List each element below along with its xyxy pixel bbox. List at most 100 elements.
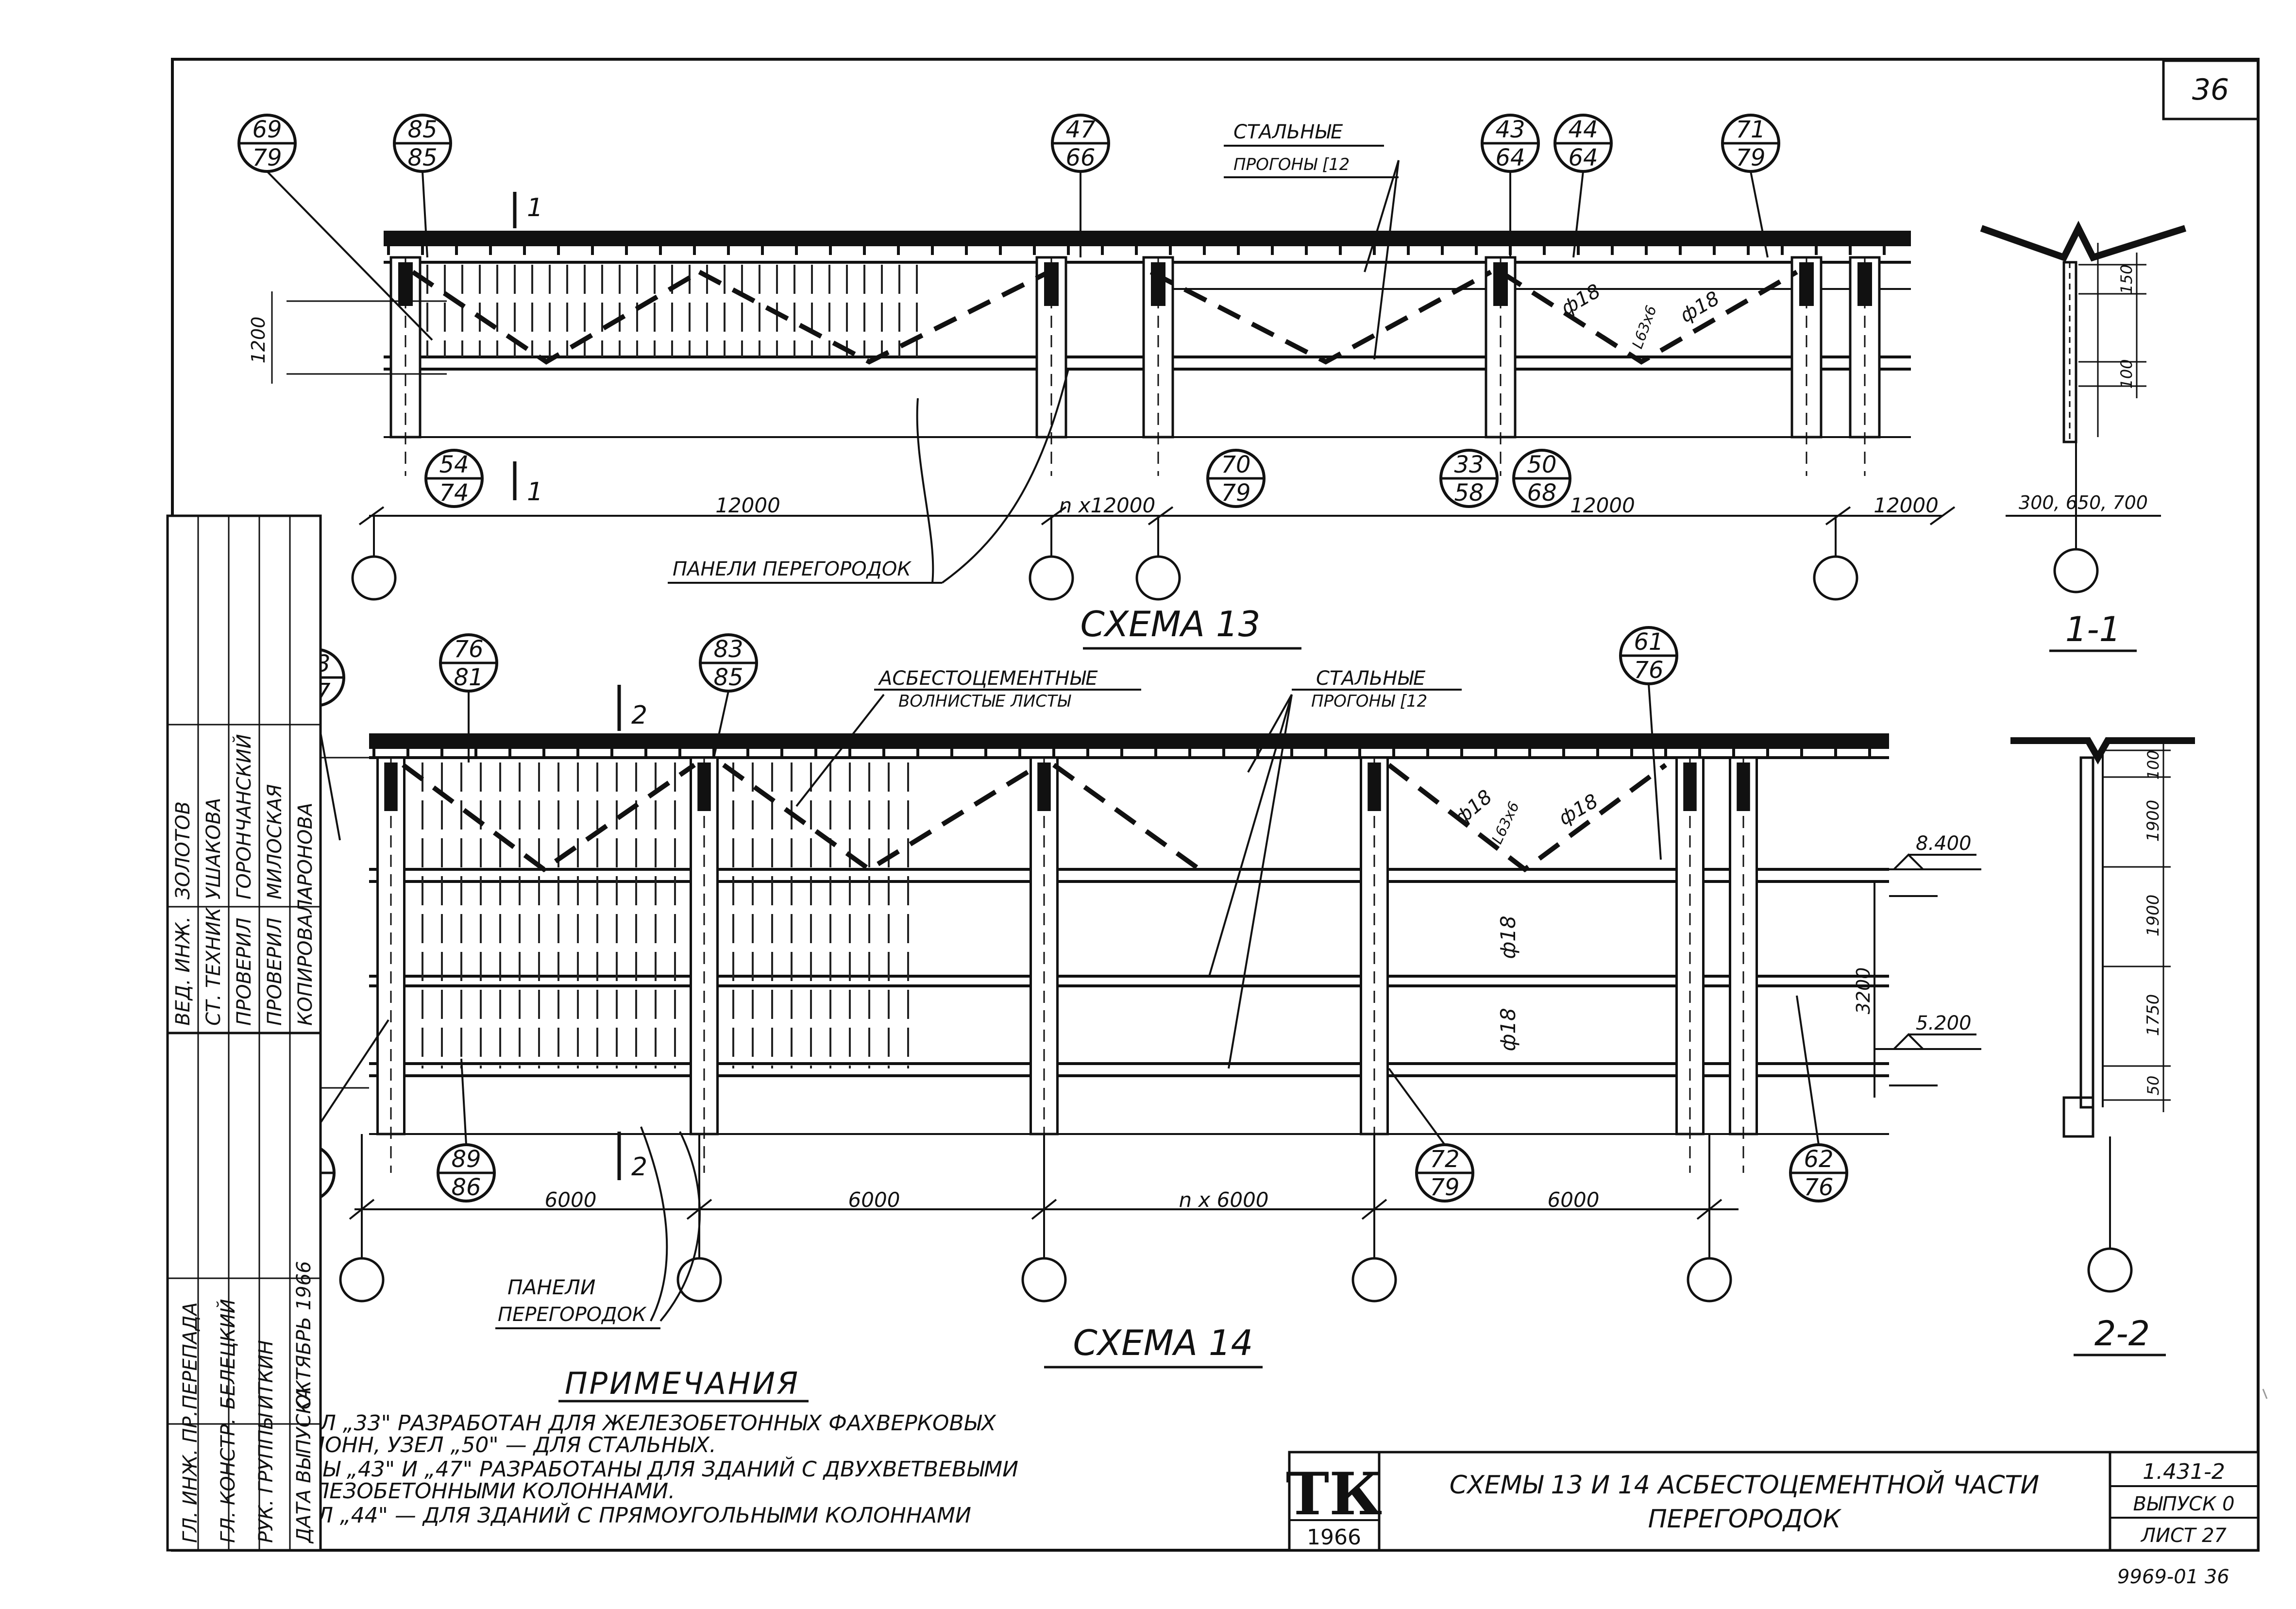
- section22-dim-2: 1900: [2144, 800, 2163, 842]
- scheme14-mid-dim: 3200: [1853, 967, 1874, 1015]
- node-callout-top: 50: [1527, 451, 1556, 478]
- stamp-role: ДАТА ВЫПУСКА: [293, 1387, 315, 1544]
- notes-line-3: 2. УЗЛЫ „43" И „47" РАЗРАБОТАНЫ ДЛЯ ЗДАН…: [253, 1456, 1018, 1482]
- section22-title: 2-2: [2094, 1314, 2150, 1354]
- sheet-label: ЛИСТ 27: [2140, 1524, 2227, 1547]
- scheme14-callouts: 63777681838561766477898672796276: [276, 626, 1848, 1203]
- notes-heading: ПРИМЕЧАНИЯ: [565, 1366, 800, 1401]
- section11-dim-3: 300, 650, 700: [2019, 492, 2148, 513]
- scheme13-roof-ticks: [387, 245, 1886, 255]
- section-2-2: 100 1900 1900 1750 50 2-2: [2010, 737, 2195, 1356]
- scheme13-angle: L63x6: [1629, 304, 1660, 351]
- scheme14-level-marks: [1874, 853, 1981, 1098]
- notes-line-4: ЖЕЛЕЗОБЕТОННЫМИ КОЛОННАМИ.: [275, 1479, 675, 1504]
- stamp-name: ПЕРЕПАДА: [179, 1302, 202, 1409]
- scheme13-columns: [389, 256, 1881, 476]
- section11-title: 1-1: [2065, 610, 2121, 649]
- scheme14-roof-ticks: [372, 748, 1871, 758]
- node-callout-bottom: 81: [454, 664, 483, 691]
- scheme14-purlins-leaders: [1208, 694, 1293, 1069]
- column: [1485, 256, 1517, 476]
- scheme13-section-mark-top: 1: [527, 193, 543, 222]
- scheme14-frame: [369, 756, 1889, 1135]
- stamp-role: ГЛ. ИНЖ. ПР.: [179, 1410, 202, 1543]
- stamp-name: МИЛОСКАЯ: [264, 784, 286, 899]
- column: [1035, 256, 1067, 476]
- column: [1142, 256, 1174, 476]
- issue-number: ВЫПУСК 0: [2133, 1493, 2234, 1515]
- axis-bubble: [1813, 555, 1858, 601]
- tk-logo-year: 1966: [1307, 1525, 1361, 1550]
- column: [1360, 756, 1389, 1173]
- scheme13-dim-3: 12000: [1570, 493, 1635, 517]
- node-callout-bottom: 66: [1065, 144, 1095, 171]
- scheme14-columns: [376, 756, 1758, 1173]
- node-callout-top: 83: [713, 636, 743, 663]
- scheme14-dim-2: 6000: [848, 1188, 900, 1212]
- stamp-role: ГЛ. КОНСТР.: [217, 1418, 239, 1543]
- scheme14-rod-b: ф18: [1555, 790, 1602, 830]
- stamp-name: ИТКИН: [255, 1340, 277, 1409]
- title-line-2: ПЕРЕГОРОДОК: [1648, 1505, 1842, 1534]
- node-callout-top: 71: [1736, 116, 1765, 143]
- scheme14-dim-1: 6000: [545, 1188, 597, 1212]
- axis-bubble: [1029, 555, 1074, 601]
- node-callout-top: 54: [439, 451, 469, 478]
- stamp-role: СТ. ТЕХНИК: [203, 907, 225, 1026]
- axis-bubble: [1351, 1257, 1397, 1303]
- scheme13-height-dim: 1200: [248, 317, 269, 364]
- axis-bubble: [2087, 1247, 2133, 1293]
- node-callout-top: 61: [1634, 628, 1663, 656]
- node-callout-bottom: 85: [407, 144, 437, 171]
- scheme-14: 8.400 5.200 3200 5900 6000 6: [200, 626, 1981, 1369]
- scheme14-rod-d: ф18: [1496, 1008, 1520, 1051]
- node-callout-bottom: 85: [713, 664, 743, 691]
- section22-dim-3: 1900: [2144, 895, 2163, 937]
- notes: ПРИМЕЧАНИЯ 1. УЗЕЛ „33" РАЗРАБОТАН ДЛЯ Ж…: [253, 1366, 1018, 1528]
- column: [1790, 256, 1823, 476]
- stamp-role: ПРОВЕРИЛ: [264, 917, 286, 1026]
- title-line-1: СХЕМЫ 13 И 14 АСБЕСТОЦЕМЕНТНОЙ ЧАСТИ: [1450, 1470, 2039, 1500]
- node-callout-bottom: 74: [439, 479, 469, 507]
- scheme14-rod-a: ф18: [1451, 786, 1497, 830]
- scheme14-bracing: [402, 762, 1667, 873]
- stamp-name: УШАКОВА: [203, 798, 225, 899]
- node-callout-bottom: 76: [1634, 657, 1663, 684]
- node-callout-top: 72: [1430, 1146, 1459, 1173]
- node-callout-top: 85: [407, 116, 437, 143]
- axis-bubble: [1021, 1257, 1067, 1303]
- scheme13-section-mark-bottom: 1: [527, 477, 543, 507]
- scheme14-panel-hatch: [402, 762, 909, 1068]
- tk-logo: ТК: [1286, 1460, 1382, 1528]
- notes-line-1: 1. УЗЕЛ „33" РАЗРАБОТАН ДЛЯ ЖЕЛЕЗОБЕТОНН…: [253, 1411, 996, 1436]
- scheme14-level-lower: 5.200: [1916, 1012, 1972, 1034]
- axis-bubble: [1687, 1257, 1732, 1303]
- node-callout-top: 33: [1454, 451, 1484, 478]
- node-callout-top: 70: [1221, 451, 1250, 478]
- stamp-role: РУК. ГРУППЫ: [255, 1413, 277, 1543]
- node-callout-bottom: 64: [1568, 144, 1598, 171]
- scheme14-purlins-label-1: СТАЛЬНЫЕ: [1316, 667, 1426, 690]
- scheme13-purlins-label-1: СТАЛЬНЫЕ: [1233, 121, 1343, 143]
- node-callout-top: 76: [454, 636, 483, 663]
- node-callout-bottom: 79: [1736, 144, 1765, 171]
- node-callout-top: 47: [1065, 116, 1096, 143]
- stamp-name: АРОНОВА: [294, 803, 317, 901]
- stamp-name: ГОРОНЧАНСКИЙ: [232, 734, 255, 900]
- scheme14-purlins-label-2: ПРОГОНЫ [12: [1311, 692, 1427, 711]
- scheme13-panel-hatch: [426, 265, 918, 357]
